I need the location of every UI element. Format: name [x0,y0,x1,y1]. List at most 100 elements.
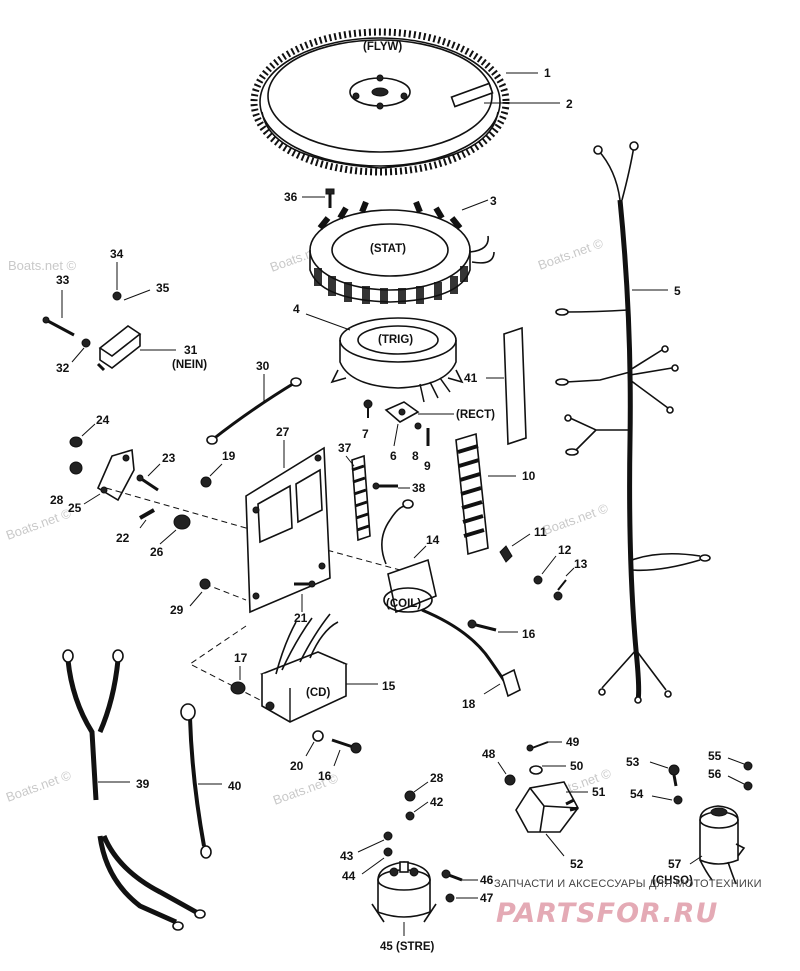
callout-1: 1 [544,66,551,80]
callout-12: 12 [558,543,572,557]
callout-22: 22 [116,531,130,545]
washer-54 [673,795,683,805]
callout-20: 20 [290,759,304,773]
watermark-3: Boats.net © [536,235,606,273]
cd-module: (CD) [260,613,349,723]
screw-16-lower [331,738,362,754]
screw-13 [553,579,567,601]
screw-21 [294,580,316,588]
callout-2: 2 [566,97,573,111]
washer-42 [405,811,415,821]
callout-19: 19 [222,449,236,463]
nut-29 [199,578,211,590]
callout-53: 53 [626,755,640,769]
screw-8 [414,422,422,430]
neutral-switch [96,325,142,372]
callout-16b: 16 [318,769,332,783]
washer-56 [743,781,753,791]
screw-16-upper [467,619,497,632]
callout-49: 49 [566,735,580,749]
callout-43: 43 [340,849,354,863]
mounting-plate-27 [245,446,331,614]
stator: (STAT) [309,200,495,304]
callout-13: 13 [574,557,588,571]
grommet-17 [230,681,246,695]
decal-41 [503,326,527,446]
callout-10: 10 [522,469,536,483]
callout-42: 42 [430,795,444,809]
bushing-24 [69,436,83,448]
callout-47: 47 [480,891,494,905]
callout-31: 31 [184,343,198,357]
watermark-6: Boats.net © [4,767,74,805]
callout-11: 11 [534,525,547,539]
nein-code: (NEIN) [172,359,207,371]
wiring-harness [555,141,711,704]
callout-16a: 16 [522,627,536,641]
battery-cable-39 [62,649,206,931]
chso-code: (CHSO) [652,875,693,887]
terminal-block-10 [455,432,489,556]
coil-code: (COIL) [386,598,421,610]
callout-50: 50 [570,759,584,773]
callout-29: 29 [170,603,184,617]
screw-23 [136,474,159,492]
callout-17: 17 [234,651,248,665]
nut-43 [383,831,393,841]
stre-code: 45 (STRE) [380,941,434,953]
callout-56: 56 [708,767,722,781]
callout-33: 33 [56,273,70,287]
callout-23: 23 [162,451,176,465]
callout-46: 46 [480,873,494,887]
washer-12 [533,575,543,585]
shop-caption: ЗАПЧАСТИ И АКСЕССУАРЫ ДЛЯ МОТОТЕХНИКИ [494,878,762,890]
screw-33 [42,316,75,337]
flyw-code: (FLYW) [363,41,402,53]
callout-7: 7 [362,427,369,441]
callout-30: 30 [256,359,270,373]
callout-39: 39 [136,777,150,791]
callout-26: 26 [150,545,164,559]
nut-28 [69,461,83,475]
callout-51: 51 [592,785,606,799]
callout-40: 40 [228,779,242,793]
callout-3: 3 [490,194,497,208]
screw-49 [526,741,549,752]
callout-25: 25 [68,501,82,515]
callout-52: 52 [570,857,584,871]
callout-48: 48 [482,747,496,761]
screw-53 [668,764,680,787]
screw-55 [743,761,753,771]
watermark-1: Boats.net © [8,258,77,273]
choke-solenoid [699,805,746,885]
callout-36: 36 [284,190,298,204]
callout-28b: 28 [430,771,444,785]
callout-6: 6 [390,449,397,463]
callout-21: 21 [294,611,308,625]
washer-20 [312,730,324,742]
callout-38: 38 [412,481,426,495]
screw-36 [325,188,335,208]
bracket-25 [96,448,135,502]
ignition-coil: (COIL) [381,499,521,698]
callout-41: 41 [464,371,478,385]
callout-9: 9 [424,459,431,473]
stud-22 [139,508,155,520]
watermark-5: Boats.net © [541,500,611,538]
callout-34: 34 [110,247,124,261]
rect-code: (RECT) [456,409,495,421]
callout-37: 37 [338,441,352,455]
screw-38 [372,482,398,490]
callout-8: 8 [412,449,419,463]
callout-55: 55 [708,749,722,763]
callout-24: 24 [96,413,110,427]
callout-28a: 28 [50,493,64,507]
callout-14: 14 [426,533,440,547]
callout-4: 4 [293,302,300,316]
nut-28-lower [404,790,416,802]
nut-48 [504,774,516,786]
washer-47 [445,893,455,903]
relay-51 [515,781,579,833]
callout-54: 54 [630,787,644,801]
